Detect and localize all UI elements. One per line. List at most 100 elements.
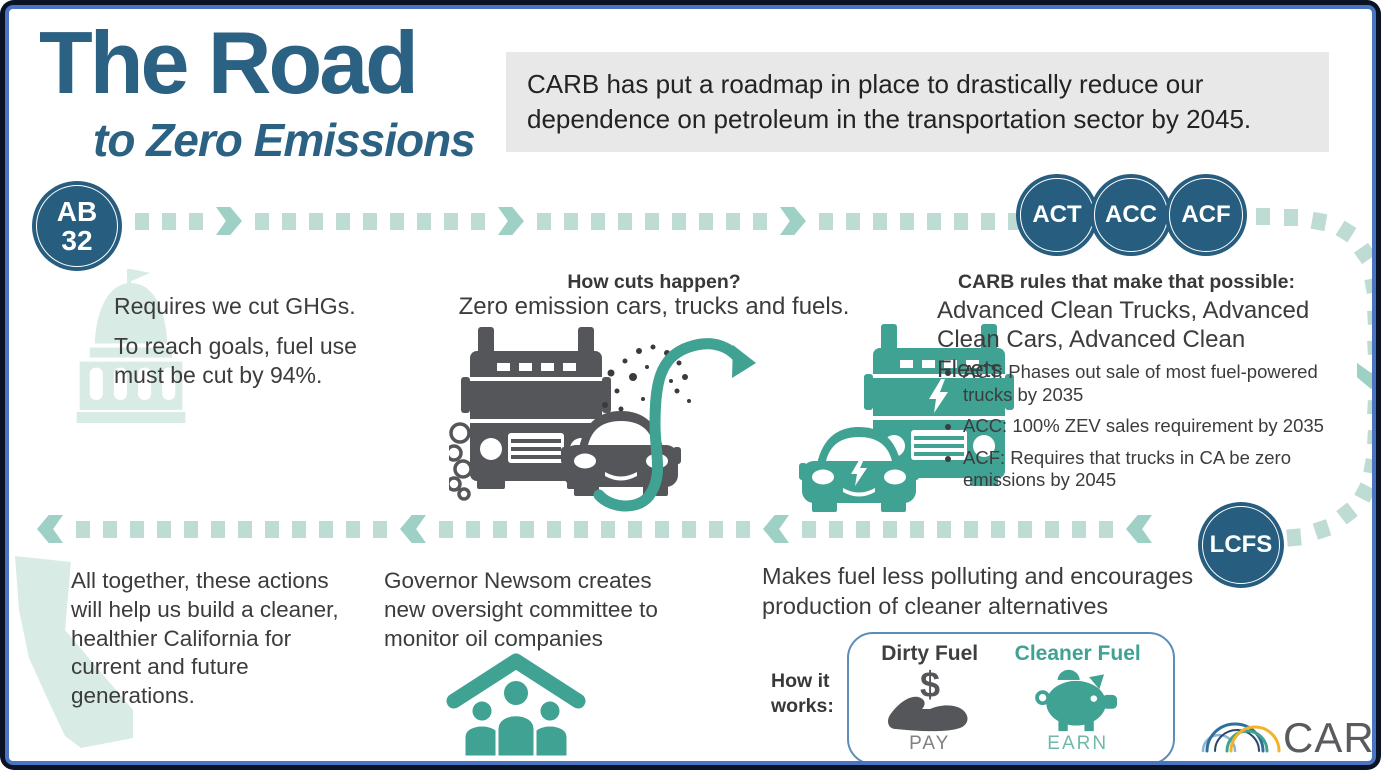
- page-title: The Road: [39, 13, 419, 112]
- rules-bullet-acc: ACC: 100% ZEV sales requirement by 2035: [963, 415, 1345, 438]
- road-dash: [927, 212, 941, 230]
- road-dash: [618, 212, 632, 230]
- road-dash: [537, 212, 551, 230]
- rules-bullet-list: ACT: Phases out sale of most fuel-powere…: [937, 361, 1345, 501]
- cuts-heading: How cuts happen?: [567, 271, 741, 293]
- road-top: [135, 207, 1022, 235]
- road-arrow: [498, 207, 524, 235]
- road-arrow: [763, 515, 789, 543]
- road-dash: [189, 212, 203, 230]
- road-arrow: [400, 515, 426, 543]
- road-dash: [910, 520, 924, 538]
- badge-lcfs-label: LCFS: [1209, 531, 1273, 559]
- california-map-icon: [15, 556, 133, 748]
- road-dash: [309, 212, 323, 230]
- road-arrow: [216, 207, 242, 235]
- how-it-works-label: How it works:: [771, 670, 834, 718]
- cuts-subheading: Zero emission cars, trucks and fuels.: [458, 293, 850, 320]
- people-under-roof-icon: [446, 653, 586, 759]
- infographic-canvas: The Road to Zero Emissions CARB has put …: [5, 5, 1376, 765]
- dirty-fuel-column: Dirty Fuel $ PAY: [881, 642, 978, 755]
- capitol-building-icon: [76, 269, 186, 423]
- road-dash: [417, 212, 431, 230]
- hand-dollar-icon: $: [887, 667, 968, 731]
- road-dash: [1018, 520, 1032, 538]
- road-dash: [682, 520, 696, 538]
- road-dash: [130, 520, 144, 538]
- road-dash: [255, 212, 269, 230]
- road-dash: [564, 212, 578, 230]
- badge-lcfs: LCFS: [1198, 502, 1284, 588]
- rules-subheading: Advanced Clean Trucks, Advanced Clean Ca…: [937, 297, 1310, 383]
- road-dash: [363, 212, 377, 230]
- road-dash: [829, 520, 843, 538]
- road-dash: [373, 520, 387, 538]
- road-dash: [873, 212, 887, 230]
- dollar-symbol: $: [920, 667, 940, 705]
- vehicles-transition-graphic: [449, 324, 1014, 512]
- oversight-text: Governor Newsom creates new oversight co…: [384, 568, 658, 651]
- road-dash: [981, 212, 995, 230]
- road-dash: [135, 212, 149, 230]
- s-curve-arrow-icon: [593, 338, 756, 512]
- road-dash: [736, 520, 750, 538]
- road-dash: [1045, 520, 1059, 538]
- badge-acc-label: ACC: [1105, 201, 1157, 229]
- rules-bullet-acf: ACF: Requires that trucks in CA be zero …: [963, 447, 1345, 492]
- badge-acf: ACF: [1165, 174, 1247, 256]
- cleaner-fuel-column: Cleaner Fuel EARN: [1015, 642, 1141, 755]
- road-dash: [601, 520, 615, 538]
- road-dash: [802, 520, 816, 538]
- badge-ab32-line2: 32: [61, 225, 93, 256]
- road-dash: [856, 520, 870, 538]
- road-dash: [726, 212, 740, 230]
- road-dash: [76, 520, 90, 538]
- road-dash: [282, 212, 296, 230]
- car-bolt-icon: [851, 457, 867, 486]
- road-dash: [699, 212, 713, 230]
- lcfs-text: Makes fuel less polluting and encourages…: [762, 563, 1194, 619]
- carb-arcs-logo: CARB: [1201, 714, 1376, 759]
- road-dash: [937, 520, 951, 538]
- road-dash: [655, 520, 669, 538]
- road-dash: [162, 212, 176, 230]
- road-dash: [184, 520, 198, 538]
- how-it-works-box: Dirty Fuel $ PAY Cleaner Fuel EARN: [847, 632, 1175, 761]
- road-dash: [964, 520, 978, 538]
- road-dash: [591, 212, 605, 230]
- carb-logo-text: CARB: [1283, 714, 1376, 759]
- road-bottom: [37, 515, 1152, 543]
- road-dash: [346, 520, 360, 538]
- road-dash: [444, 212, 458, 230]
- road-dash: [336, 212, 350, 230]
- page-subtitle: to Zero Emissions: [93, 114, 476, 166]
- road-dash: [157, 520, 171, 538]
- road-dash: [211, 520, 225, 538]
- road-dash: [900, 212, 914, 230]
- road-dash: [991, 520, 1005, 538]
- road-dash: [493, 520, 507, 538]
- road-dash: [390, 212, 404, 230]
- ab32-text-line2: To reach goals, fuel use must be cut by …: [114, 333, 357, 389]
- road-dash: [1099, 520, 1113, 538]
- rules-heading: CARB rules that make that possible:: [958, 271, 1295, 293]
- badge-ab32: AB 32: [32, 181, 122, 271]
- badge-act: ACT: [1016, 174, 1098, 256]
- road-dash: [819, 212, 833, 230]
- road-arrow: [780, 207, 806, 235]
- ab32-text-line1: Requires we cut GHGs.: [114, 293, 356, 319]
- road-dash: [466, 520, 480, 538]
- road-dash: [520, 520, 534, 538]
- rules-bullet-act: ACT: Phases out sale of most fuel-powere…: [963, 361, 1345, 406]
- road-dash: [954, 212, 968, 230]
- road-dash: [292, 520, 306, 538]
- truck-bolt-icon: [929, 379, 948, 413]
- road-dash: [1072, 520, 1086, 538]
- dirty-fuel-title: Dirty Fuel: [881, 642, 979, 665]
- road-dash: [319, 520, 333, 538]
- road-dash: [672, 212, 686, 230]
- road-down-arrow: [1357, 363, 1372, 389]
- road-dash: [439, 520, 453, 538]
- intro-text: CARB has put a roadmap in place to drast…: [527, 68, 1252, 134]
